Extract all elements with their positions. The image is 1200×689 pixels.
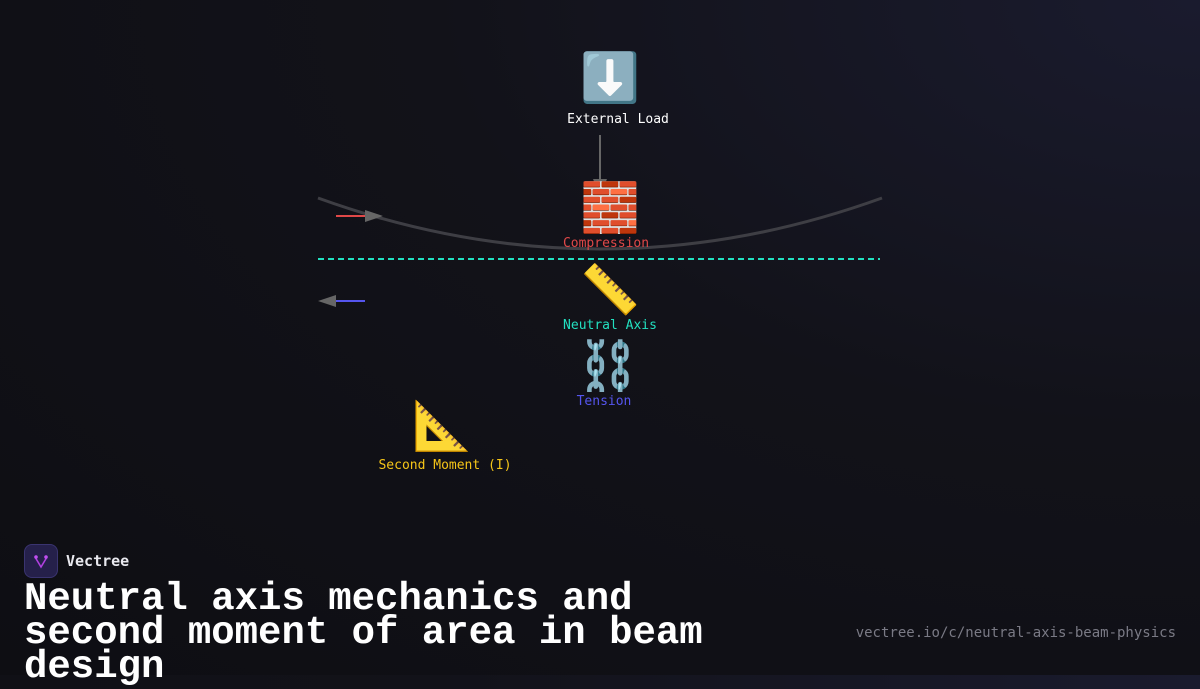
tension-node: ⛓️ Tension <box>577 338 638 410</box>
neutral-axis-node: 📏 Neutral Axis <box>563 264 657 334</box>
brand: Vectree <box>24 544 129 578</box>
neutral-axis-label: Neutral Axis <box>563 318 657 333</box>
external-load-node: ⬇️ External Load <box>551 52 669 128</box>
source-url: vectree.io/c/neutral-axis-beam-physics <box>855 625 1176 641</box>
page-title: Neutral axis mechanics and second moment… <box>24 577 703 689</box>
compression-arrowhead <box>365 210 383 222</box>
vectree-logo-icon <box>24 544 58 578</box>
load-arrowhead <box>593 179 607 196</box>
compression-label: Compression <box>562 236 650 251</box>
external-load-label: External Load <box>567 112 669 127</box>
chain-icon: ⛓️ <box>578 338 638 394</box>
ruler-icon: 📏 <box>580 262 640 318</box>
tension-label: Tension <box>576 394 632 409</box>
bent-beam <box>317 196 883 251</box>
triangle-ruler-icon: 📐 <box>412 398 472 454</box>
compression-node: 🧱 Compression <box>563 180 649 252</box>
tension-arrowhead <box>318 295 336 307</box>
second-moment-node: 📐 Second Moment (I) <box>372 400 511 474</box>
down-arrow-icon: ⬇️ <box>580 50 640 106</box>
brick-icon: 🧱 <box>580 180 640 236</box>
brand-name: Vectree <box>66 552 130 570</box>
second-moment-label: Second Moment (I) <box>378 458 512 473</box>
beam-diagram <box>317 135 883 307</box>
